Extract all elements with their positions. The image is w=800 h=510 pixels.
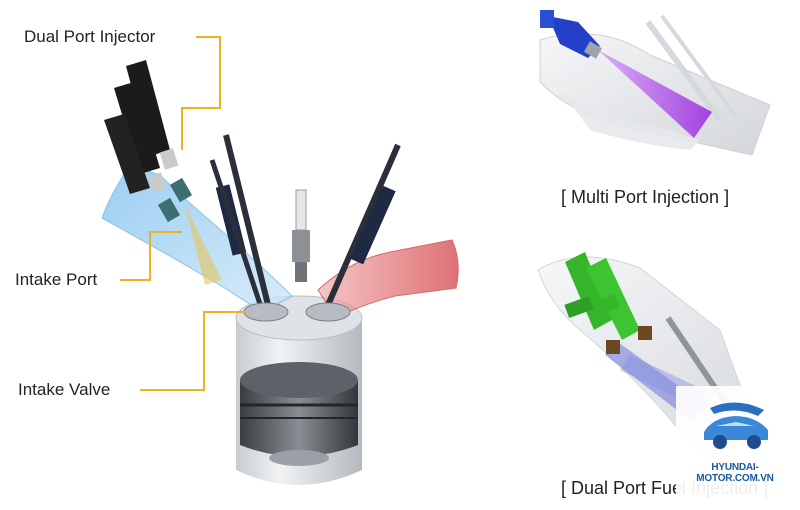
caption-multi-port-injection: [ Multi Port Injection ] <box>561 187 730 207</box>
leader-line-injector <box>181 36 221 150</box>
multi-port-inset <box>539 10 771 156</box>
intake-valves <box>209 134 289 322</box>
watermark-text: HYUNDAI-MOTOR.COM.VN <box>696 462 774 484</box>
leader-lines <box>120 36 246 391</box>
piston <box>240 362 358 466</box>
leader-line-intake-valve <box>140 311 246 391</box>
label-dual-port-injector: Dual Port Injector <box>24 27 156 46</box>
watermark-car-logo <box>704 402 768 449</box>
spark-plug <box>292 189 310 282</box>
dpi-injectors <box>564 252 652 354</box>
watermark: HYUNDAI-MOTOR.COM.VN <box>676 386 794 504</box>
mpi-injector <box>540 10 603 59</box>
label-intake-port: Intake Port <box>15 270 98 289</box>
dual-port-injectors <box>104 60 222 285</box>
exhaust-valve <box>305 143 401 322</box>
leader-line-intake-port <box>120 231 182 281</box>
exhaust-port <box>317 239 459 319</box>
label-intake-valve: Intake Valve <box>18 380 111 399</box>
